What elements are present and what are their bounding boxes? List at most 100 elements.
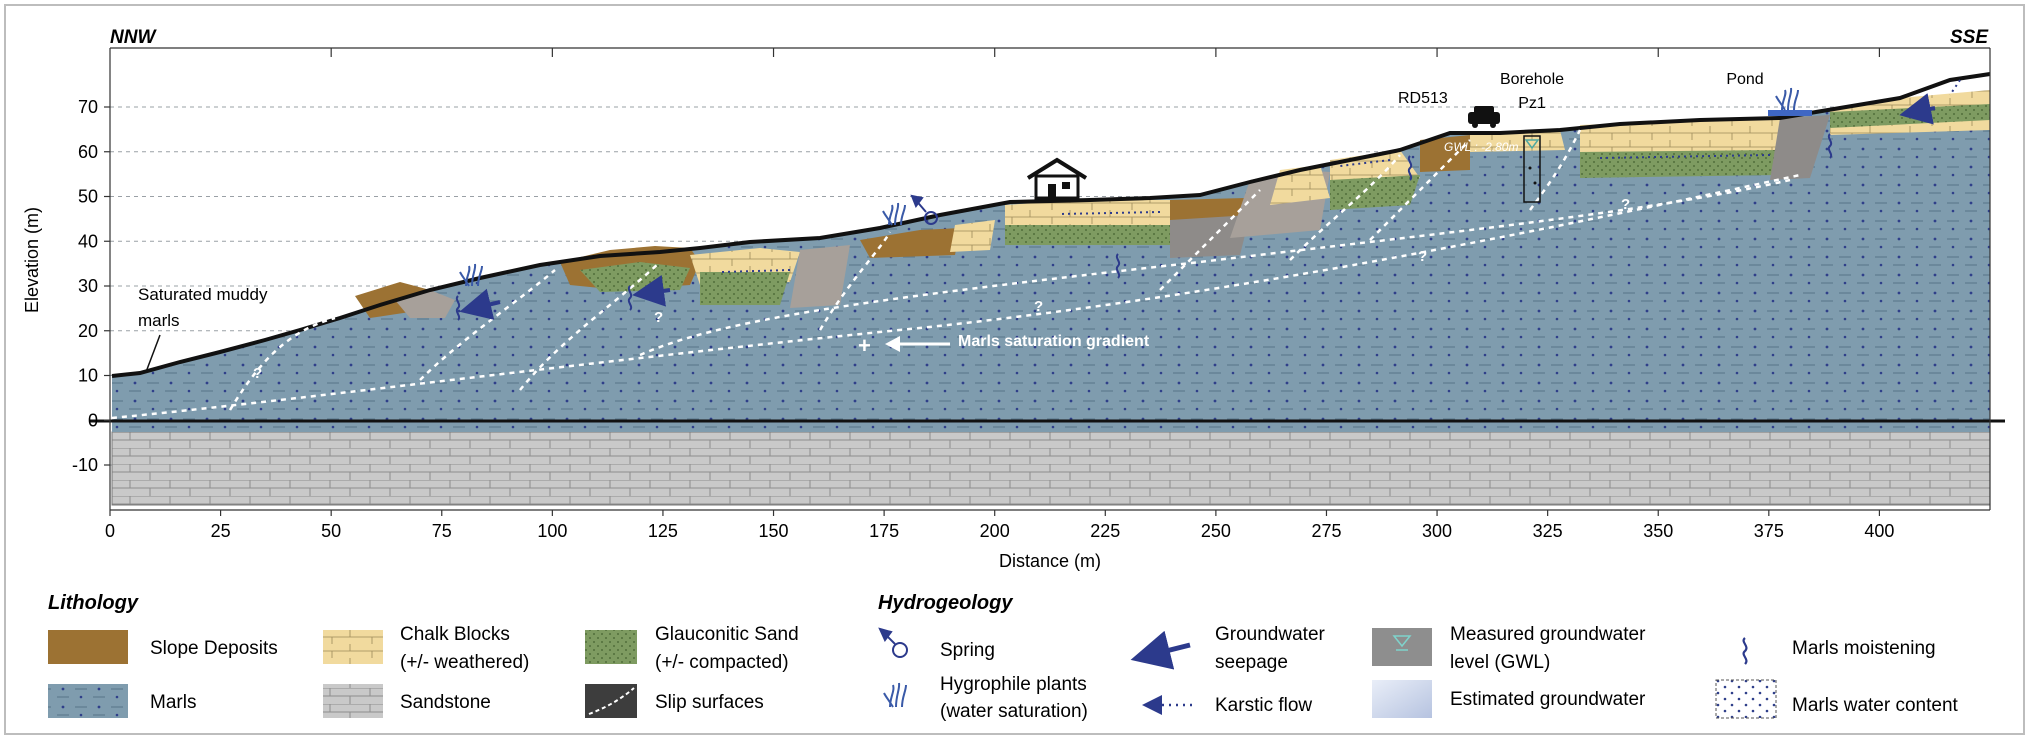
x-tick-label: 50 <box>321 521 341 541</box>
pond-icon <box>1768 110 1812 116</box>
car-icon <box>1468 106 1500 128</box>
x-axis: 0 25 50 75 100 125 150 175 200 225 250 275 300 325 350… <box>105 48 1991 541</box>
marls-layer <box>112 92 1990 432</box>
hygrophile-label-line1: Hygrophile plants <box>940 674 1087 695</box>
x-tick-label: 350 <box>1643 521 1673 541</box>
x-tick-label: 200 <box>980 521 1010 541</box>
gwl-swatch-symbol <box>1392 635 1412 651</box>
sandstone-swatch <box>323 684 383 718</box>
x-tick-label: 125 <box>648 521 678 541</box>
uncertainty-markers: ? ? ? ? ? <box>253 196 1630 382</box>
rd513-label: RD513 <box>1398 90 1448 107</box>
estimated-gw-swatch <box>1372 680 1432 718</box>
hygrophile-plant-icons <box>459 87 1799 287</box>
gwl-label-line1: Measured groundwater <box>1450 624 1646 645</box>
x-tick-label: 75 <box>432 521 452 541</box>
moistening-legend-icon <box>1742 637 1748 665</box>
svg-text:?: ? <box>654 309 663 326</box>
orientation-left: NNW <box>110 27 157 48</box>
karstic-flow-label: Karstic flow <box>1215 695 1312 716</box>
figure-frame <box>4 4 2025 735</box>
y-tick-label: 60 <box>78 142 98 162</box>
borehole-icon <box>1523 135 1541 203</box>
estimated-gw-label: Estimated groundwater <box>1450 689 1646 710</box>
x-tick-label: 250 <box>1201 521 1231 541</box>
seepage-label-line1: Groundwater <box>1215 624 1326 645</box>
y-axis-label: Elevation (m) <box>22 207 42 313</box>
x-tick-label: 150 <box>759 521 789 541</box>
chalk-label-line1: Chalk Blocks <box>400 624 510 645</box>
sandstone-label: Sandstone <box>400 692 491 713</box>
glauconitic-swatch <box>585 630 637 664</box>
y-tick-label: 10 <box>78 366 98 386</box>
karstic-flow-map <box>721 79 1961 273</box>
saturated-marls-label-line1: Saturated muddy <box>138 285 268 304</box>
svg-text:?: ? <box>1621 196 1630 213</box>
x-axis-label: Distance (m) <box>999 551 1101 571</box>
x-tick-label: 300 <box>1422 521 1452 541</box>
x-tick-label: 25 <box>211 521 231 541</box>
chalk-swatch <box>323 630 383 664</box>
slope-deposits-swatch <box>48 630 128 664</box>
y-tick-label: 20 <box>78 321 98 341</box>
chalk-label-line2: (+/- weathered) <box>400 652 529 673</box>
seepage-legend-icon <box>1130 630 1191 670</box>
lithology-title: Lithology <box>48 592 139 614</box>
marls-gradient-arrowhead <box>885 336 900 352</box>
hydrogeology-title: Hydrogeology <box>878 592 1013 614</box>
gwl-label-line2: level (GWL) <box>1450 652 1550 673</box>
glauconitic-label-line2: (+/- compacted) <box>655 652 789 673</box>
x-tick-label: 325 <box>1533 521 1563 541</box>
saturated-marls-leader <box>145 334 161 373</box>
glauconitic-label-line1: Glauconitic Sand <box>655 624 799 645</box>
y-axis: 70 60 50 40 30 20 10 0 -10 <box>72 48 111 510</box>
gradient-plus: + <box>858 333 871 358</box>
pond-label: Pond <box>1726 71 1763 88</box>
y-tick-label: -10 <box>72 455 98 475</box>
x-tick-label: 175 <box>869 521 899 541</box>
slip-surfaces <box>111 129 1801 420</box>
saturated-marls-label-line2: marls <box>138 311 180 330</box>
marls-gradient-label: Marls saturation gradient <box>958 333 1150 350</box>
house-icon <box>1026 157 1088 200</box>
y-tick-label: 40 <box>78 231 98 251</box>
x-tick-label: 100 <box>537 521 567 541</box>
y-tick-label: 70 <box>78 97 98 117</box>
topographic-surface <box>111 72 1991 378</box>
hygrophile-plant-legend-icon <box>883 682 907 708</box>
slip-surfaces-label: Slip surfaces <box>655 692 764 713</box>
x-tick-label: 0 <box>105 521 115 541</box>
marls-swatch <box>48 684 128 718</box>
seepage-arrows-map <box>459 93 1936 320</box>
svg-text:?: ? <box>1418 248 1427 265</box>
hygrophile-label-line2: (water saturation) <box>940 701 1088 722</box>
slope-deposits-label: Slope Deposits <box>150 638 278 659</box>
spring-icon <box>878 627 908 658</box>
x-tick-label: 275 <box>1311 521 1341 541</box>
spring-icon-map <box>910 194 938 225</box>
moistening-label: Marls moistening <box>1792 638 1936 659</box>
y-tick-label: 50 <box>78 187 98 207</box>
y-tick-label: 30 <box>78 276 98 296</box>
orientation-right: SSE <box>1950 27 1989 48</box>
top-ruler <box>110 47 1990 57</box>
water-content-swatch <box>1715 679 1777 719</box>
slip-surfaces-swatch <box>585 684 637 718</box>
borehole-label-line1: Borehole <box>1500 71 1564 88</box>
gwl-label: GWL : -2.80m <box>1444 140 1518 154</box>
water-content-label: Marls water content <box>1792 695 1959 716</box>
svg-text:?: ? <box>1034 298 1043 315</box>
seepage-label-line2: seepage <box>1215 652 1288 673</box>
x-tick-label: 375 <box>1754 521 1784 541</box>
y-tick-label: 0 <box>88 410 98 430</box>
spring-label: Spring <box>940 640 995 661</box>
x-tick-label: 400 <box>1864 521 1894 541</box>
x-tick-label: 225 <box>1090 521 1120 541</box>
sandstone-layer <box>111 431 1991 506</box>
legend: Lithology Hydrogeology Slope Deposits Ma… <box>48 592 1959 722</box>
borehole-label-line2: Pz1 <box>1518 95 1546 112</box>
marls-label: Marls <box>150 692 196 713</box>
moistening-marks-map <box>455 133 1833 321</box>
svg-text:?: ? <box>253 365 262 382</box>
